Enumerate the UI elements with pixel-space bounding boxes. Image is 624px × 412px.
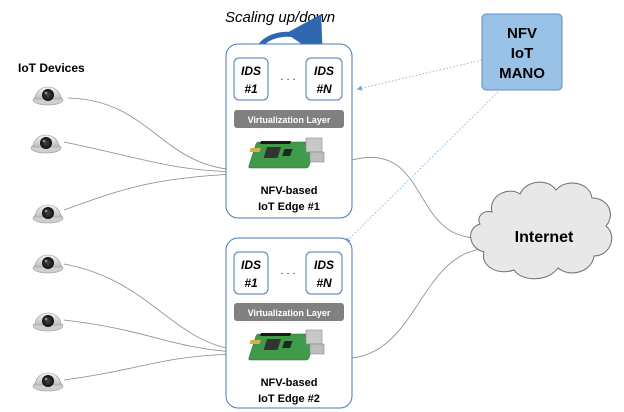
virtualization-label: Virtualization Layer [248, 308, 331, 318]
wire-device2-edge1 [63, 141, 237, 173]
edge-1-title: NFV-based [261, 185, 318, 197]
internet-cloud: Internet [470, 181, 613, 280]
mano-line1: NFV [507, 25, 537, 42]
virtualization-layer [234, 110, 344, 128]
scaling-label: Scaling up/down [225, 9, 335, 26]
ids-1-box [233, 251, 269, 295]
iot-edge-1: IDS #1 · · · IDS #N Virtualization Layer… [225, 43, 353, 219]
ids-1-box [233, 57, 269, 101]
internet-label: Internet [515, 229, 574, 246]
mano-box: NFV IoT MANO [481, 13, 563, 91]
edge-1-subtitle: IoT Edge #1 [258, 201, 320, 213]
ids-ellipsis: · · · [280, 268, 296, 279]
iot-devices-label: IoT Devices [18, 61, 85, 75]
camera-icon [32, 372, 64, 392]
device-wires [63, 97, 491, 381]
virtualization-label: Virtualization Layer [248, 115, 331, 125]
ids-n-name: IDS [314, 258, 334, 272]
ids-1-name: IDS [241, 258, 261, 272]
mano-line3: MANO [499, 65, 545, 82]
camera-icon [32, 86, 64, 106]
mano-box-frame [481, 13, 563, 91]
mano-line2: IoT [511, 45, 534, 62]
ids-n-box [305, 57, 343, 101]
wire-device6-edge2 [63, 353, 237, 381]
cloud-icon [470, 181, 613, 280]
camera-icon [32, 254, 64, 274]
virtualization-layer [234, 303, 344, 321]
ids-n-box [305, 251, 343, 295]
ids-n-num: #N [316, 82, 332, 96]
camera-icon [32, 204, 64, 224]
wire-device1-edge1 [67, 97, 237, 171]
ids-1-name: IDS [241, 64, 261, 78]
iot-edge-2: IDS #1 · · · IDS #N Virtualization Layer… [225, 237, 353, 409]
mano-link-edge2 [344, 91, 499, 244]
iot-device-list [30, 86, 64, 392]
wire-device3-edge1 [63, 173, 237, 211]
edge-2-title: NFV-based [261, 377, 318, 389]
edge-2-subtitle: IoT Edge #2 [258, 393, 320, 405]
camera-icon [32, 312, 64, 332]
wire-edge2-internet [351, 247, 491, 359]
camera-icon [30, 134, 62, 154]
wire-device4-edge2 [63, 263, 237, 351]
mano-links [344, 59, 499, 244]
ids-ellipsis: · · · [280, 74, 296, 85]
wire-edge1-internet [351, 157, 481, 239]
ids-n-name: IDS [314, 64, 334, 78]
ids-1-num: #1 [244, 82, 258, 96]
ids-1-num: #1 [244, 276, 258, 290]
wire-device5-edge2 [63, 319, 237, 353]
ids-n-num: #N [316, 276, 332, 290]
mano-link-edge1 [356, 59, 483, 91]
